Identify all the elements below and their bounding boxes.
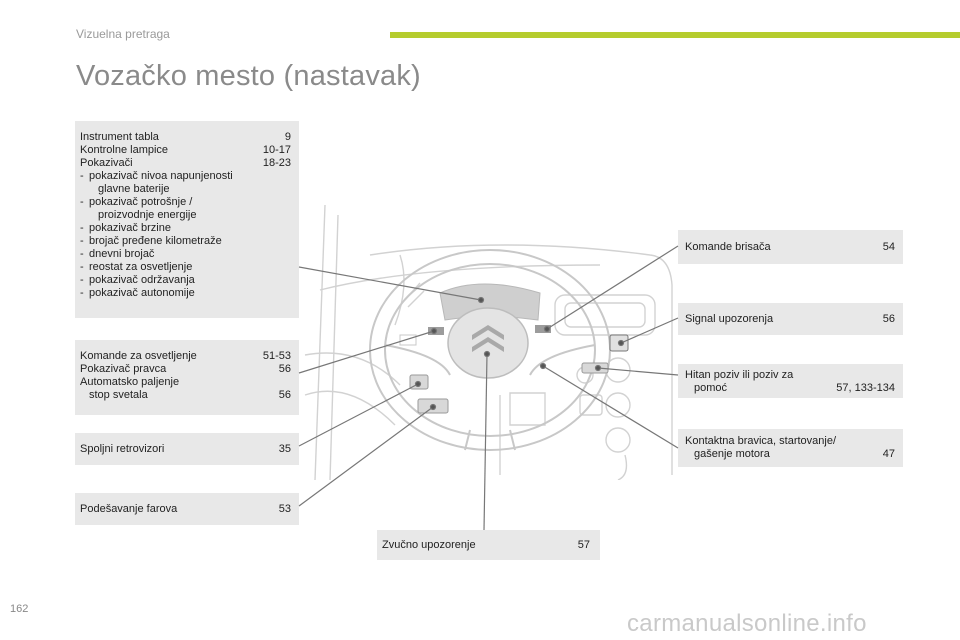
index-row: stop svetala 56 [80, 389, 291, 402]
page-title: Vozačko mesto (nastavak) [76, 60, 421, 92]
index-page: 53 [278, 503, 291, 515]
gauge-list-line: pokazivač nivoa napunjenosti [89, 170, 233, 182]
ignition-switch-box: Kontaktna bravica, startovanje/ gašenje … [678, 429, 903, 467]
horn-box: Zvučno upozorenje 57 [377, 530, 600, 560]
gauge-list-item: -pokazivač potrošnje /proizvodnje energi… [80, 196, 291, 222]
index-page: 54 [882, 241, 895, 253]
dashboard-illustration [304, 204, 673, 480]
index-page: 56 [278, 389, 291, 401]
gauge-list-text: pokazivač brzine [89, 222, 171, 235]
bullet-dash: - [80, 235, 84, 247]
gauge-list-item: -brojač pređene kilometraže [80, 235, 291, 248]
index-row: Pokazivač pravca 56 [80, 363, 291, 376]
gauge-list-line: pokazivač potrošnje / [89, 196, 193, 208]
watermark: carmanualsonline.info [627, 610, 867, 637]
index-label: Kontrolne lampice [80, 144, 169, 156]
hazard-warning-box: Signal upozorenja 56 [678, 303, 903, 335]
bullet-dash: - [80, 248, 84, 260]
page-number: 162 [10, 603, 29, 615]
index-row: Kontrolne lampice 10-17 [80, 144, 291, 157]
index-label: Komande brisača [685, 241, 771, 253]
gauge-list-item: -pokazivač autonomije [80, 287, 291, 300]
index-label: pomoć [694, 382, 728, 394]
gauge-list-text: pokazivač autonomije [89, 287, 195, 300]
gauge-list-text: brojač pređene kilometraže [89, 235, 222, 248]
gauge-list-text: reostat za osvetljenje [89, 261, 192, 274]
mirrors-box: Spoljni retrovizori 35 [75, 433, 299, 465]
bullet-dash: - [80, 274, 84, 286]
index-page: 57 [577, 539, 590, 551]
index-label: Komande za osvetljenje [80, 350, 197, 362]
gauge-list-line: brojač pređene kilometraže [89, 235, 222, 247]
gauge-list-line: proizvodnje energije [98, 209, 197, 221]
gauge-list-line: dnevni brojač [89, 248, 155, 260]
gauge-list-line: pokazivač autonomije [89, 287, 195, 299]
gauge-list-text: pokazivač potrošnje /proizvodnje energij… [89, 196, 196, 222]
index-page: 10-17 [262, 144, 291, 156]
index-page: 56 [882, 313, 895, 325]
emergency-call-box: Hitan poziv ili poziv za pomoć 57, 133-1… [678, 364, 903, 398]
index-label: Pokazivači [80, 157, 133, 169]
index-row: Pokazivači 18-23 [80, 157, 291, 170]
index-label: Podešavanje farova [80, 503, 178, 515]
index-label: Spoljni retrovizori [80, 443, 165, 455]
index-page: 35 [278, 443, 291, 455]
gauge-list-line: pokazivač održavanja [89, 274, 195, 286]
gauge-list-text: dnevni brojač [89, 248, 154, 261]
gauge-list-item: -pokazivač održavanja [80, 274, 291, 287]
index-label: Automatsko paljenje [80, 376, 180, 388]
gauge-list-line: reostat za osvetljenje [89, 261, 193, 273]
accent-bar [390, 32, 960, 38]
gauge-list-line: pokazivač brzine [89, 222, 171, 234]
instrument-panel-box: Instrument tabla 9 Kontrolne lampice 10-… [75, 121, 299, 318]
index-page: 56 [278, 363, 291, 375]
index-label: gašenje motora [694, 448, 770, 460]
bullet-dash: - [80, 222, 84, 234]
index-page: 9 [284, 131, 291, 143]
index-label: Pokazivač pravca [80, 363, 167, 375]
index-row: Komande za osvetljenje 51-53 [80, 350, 291, 363]
index-label: Instrument tabla [80, 131, 159, 143]
lighting-controls-box: Komande za osvetljenje 51-53 Pokazivač p… [75, 340, 299, 415]
section-label: Vizuelna pretraga [76, 27, 170, 41]
gauge-list-text: pokazivač održavanja [89, 274, 195, 287]
gauge-list-item: -reostat za osvetljenje [80, 261, 291, 274]
index-page: 57, 133-134 [836, 382, 895, 394]
index-label: Hitan poziv ili poziv za [685, 369, 794, 381]
headlamp-adjust-box: Podešavanje farova 53 [75, 493, 299, 525]
gauge-list-line: glavne baterije [98, 183, 170, 195]
wiper-controls-box: Komande brisača 54 [678, 230, 903, 264]
index-page: 18-23 [262, 157, 291, 169]
bullet-dash: - [80, 287, 84, 299]
bullet-dash: - [80, 170, 84, 182]
bullet-dash: - [80, 261, 84, 273]
index-label: Signal upozorenja [685, 313, 774, 325]
index-page: 47 [882, 448, 895, 460]
bullet-dash: - [80, 196, 84, 208]
gauge-list-item: -dnevni brojač [80, 248, 291, 261]
index-row: Instrument tabla 9 [80, 131, 291, 144]
index-label: Zvučno upozorenje [382, 539, 476, 551]
index-page: 51-53 [262, 350, 291, 362]
index-label: stop svetala [89, 389, 148, 401]
index-label: Kontaktna bravica, startovanje/ [685, 435, 837, 447]
gauge-list-item: -pokazivač brzine [80, 222, 291, 235]
